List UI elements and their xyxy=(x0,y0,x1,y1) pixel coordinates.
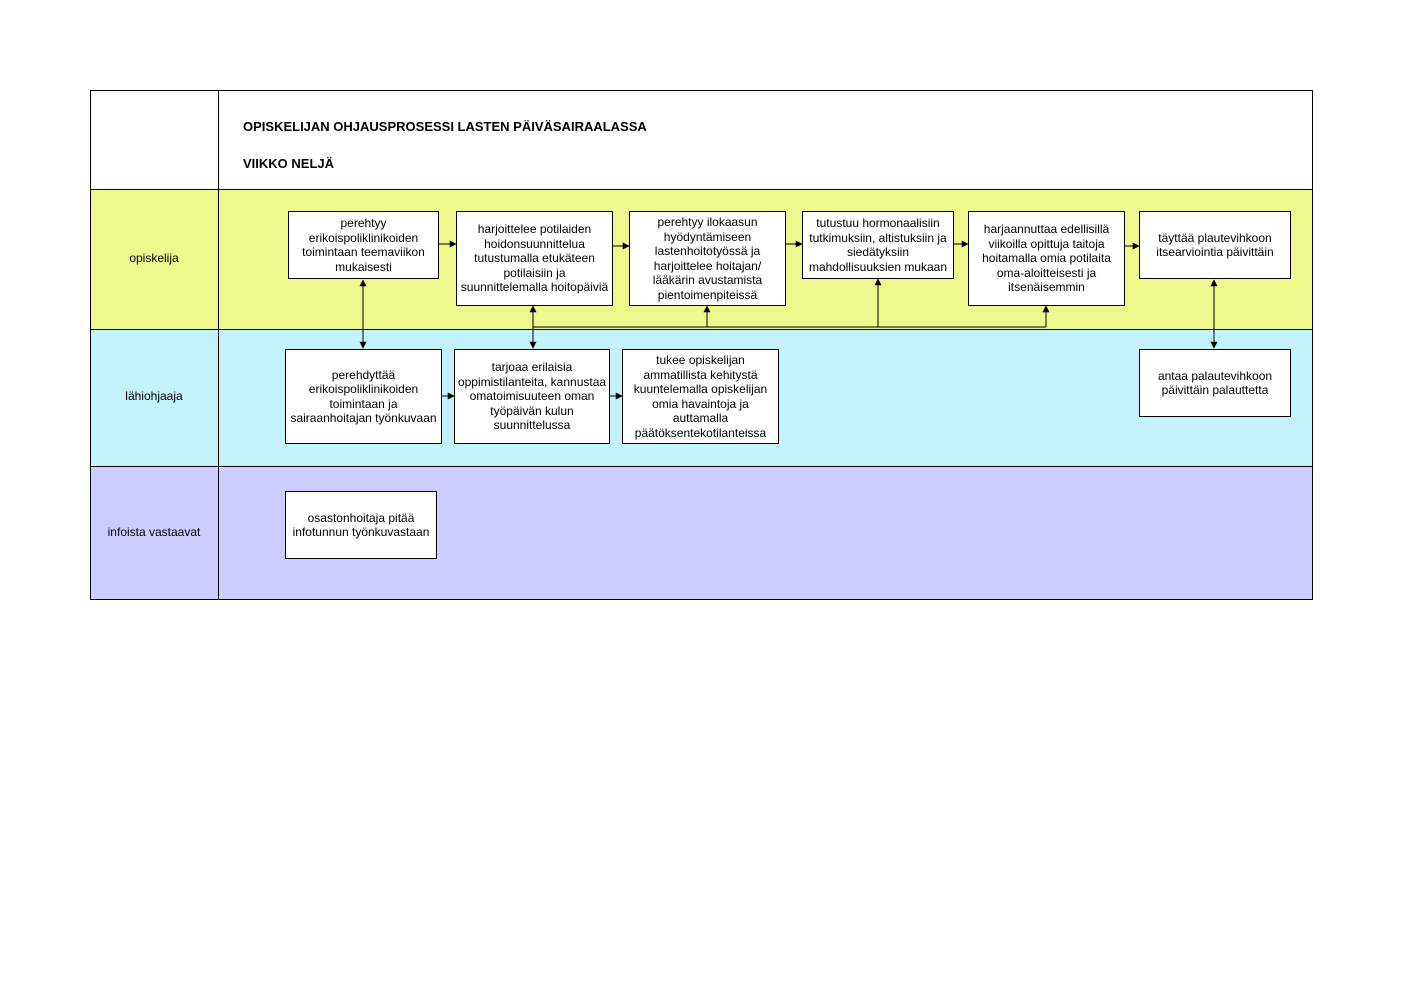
step-harjaannuttaa-taitoja: harjaannuttaa edellisillä viikoilla opit… xyxy=(968,211,1125,306)
step-tukee-kehitysta: tukee opiskelijan ammatillista kehitystä… xyxy=(622,349,779,444)
process-diagram: OPISKELIJAN OHJAUSPROSESSI LASTEN PÄIVÄS… xyxy=(90,90,1313,600)
step-antaa-palautetta: antaa palautevihkoon päivittäin palautte… xyxy=(1139,349,1291,417)
lane-label-opiskelija: opiskelija xyxy=(129,251,179,265)
step-taytta-itsearviointia: täyttää plautevihkoon itsearviointia päi… xyxy=(1139,211,1291,279)
step-perehtyy-erikoispoliklinikoiden: perehtyy erikoispoliklinikoiden toiminta… xyxy=(288,211,439,279)
step-harjoittelee-hoidonsuunnittelua: harjoittelee potilaiden hoidonsuunnittel… xyxy=(456,211,613,306)
connector-arrows xyxy=(359,240,1218,400)
step-tutustuu-hormonaalisiin: tutustuu hormonaalisiin tutkimuksiin, al… xyxy=(802,211,954,279)
diagram-subtitle: VIIKKO NELJÄ xyxy=(243,156,335,171)
header-band xyxy=(90,90,1313,189)
step-tarjoaa-oppimistilanteita: tarjoaa erilaisia oppimistilanteita, kan… xyxy=(454,349,610,444)
lane-label-infoista-vastaavat: infoista vastaavat xyxy=(107,525,201,539)
lane-label-divider xyxy=(218,90,219,600)
step-perehdyttaa: perehdyttää erikoispoliklinikoiden toimi… xyxy=(285,349,442,444)
lane-label-lahiohjaaja: lähiohjaaja xyxy=(125,389,183,403)
step-perehtyy-ilokaasun: perehtyy ilokaasun hyödyntämiseen lasten… xyxy=(629,211,786,306)
diagram-title: OPISKELIJAN OHJAUSPROSESSI LASTEN PÄIVÄS… xyxy=(243,119,647,134)
diagram-frame xyxy=(90,90,1313,600)
step-osastonhoitaja-infotunti: osastonhoitaja pitää infotunnun työnkuva… xyxy=(285,491,437,559)
